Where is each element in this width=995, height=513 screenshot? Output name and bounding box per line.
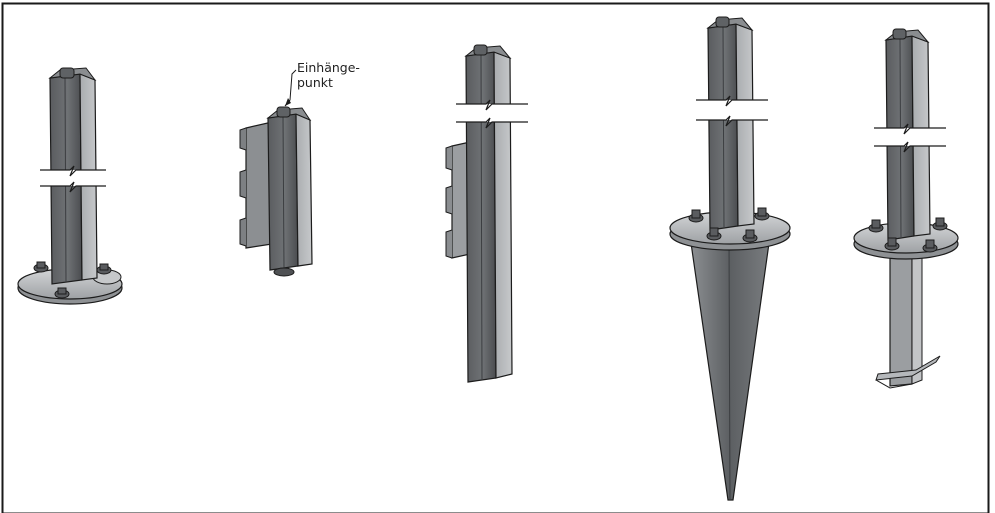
post-with-round-flange-and-foot [853, 28, 959, 389]
hanging-point-callout: Einhänge- punkt [297, 60, 360, 90]
post-with-wall-bracket-long [445, 44, 528, 383]
post-with-ground-spike [669, 16, 791, 501]
post-with-wall-bracket-short [239, 69, 313, 277]
callout-line-2: punkt [297, 75, 333, 90]
callout-leader [284, 69, 297, 107]
callout-line-1: Einhänge- [297, 60, 360, 75]
post-on-oval-foot-plate [17, 67, 123, 305]
